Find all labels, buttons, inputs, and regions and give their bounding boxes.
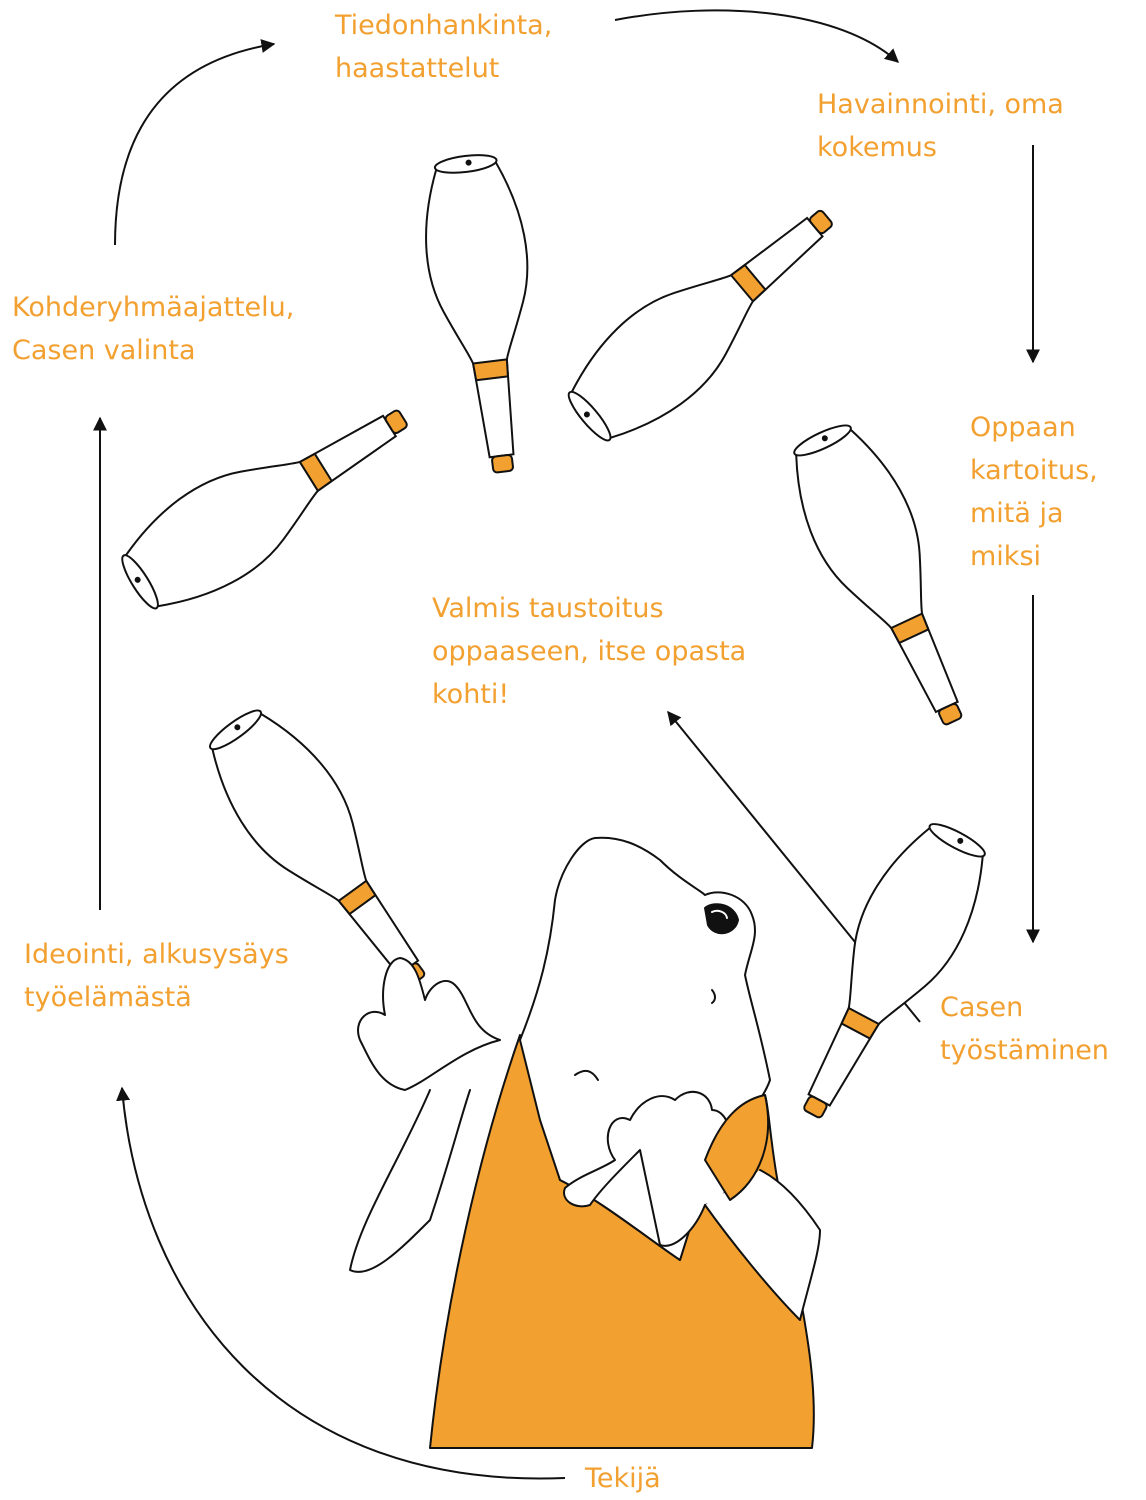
- juggling-club-icon: [774, 412, 999, 742]
- arrow-icon: [615, 10, 898, 62]
- step-tekija: Tekijä: [585, 1457, 661, 1500]
- step-tiedonhankinta: Tiedonhankinta, haastattelut: [335, 4, 552, 90]
- juggling-club-icon: [107, 375, 429, 628]
- juggling-club-icon: [415, 150, 552, 478]
- step-oppaan-kartoitus: Oppaan kartoitus, mitä ja miksi: [970, 406, 1098, 578]
- step-ideointi: Ideointi, alkusysäys työelämästä: [24, 933, 289, 1019]
- arrow-icon: [115, 44, 274, 245]
- step-kohderyhmaajattelu: Kohderyhmäajattelu, Casen valinta: [12, 286, 294, 372]
- step-havainnointi: Havainnointi, oma kokemus: [817, 83, 1064, 169]
- juggling-club-icon: [552, 179, 860, 460]
- juggler-figure-icon: [350, 838, 820, 1448]
- juggling-club-icon: [768, 810, 1005, 1137]
- step-valmis-taustoitus: Valmis taustoitus oppaaseen, itse opasta…: [432, 587, 746, 716]
- step-casen-tyostaminen: Casen työstäminen: [940, 986, 1109, 1072]
